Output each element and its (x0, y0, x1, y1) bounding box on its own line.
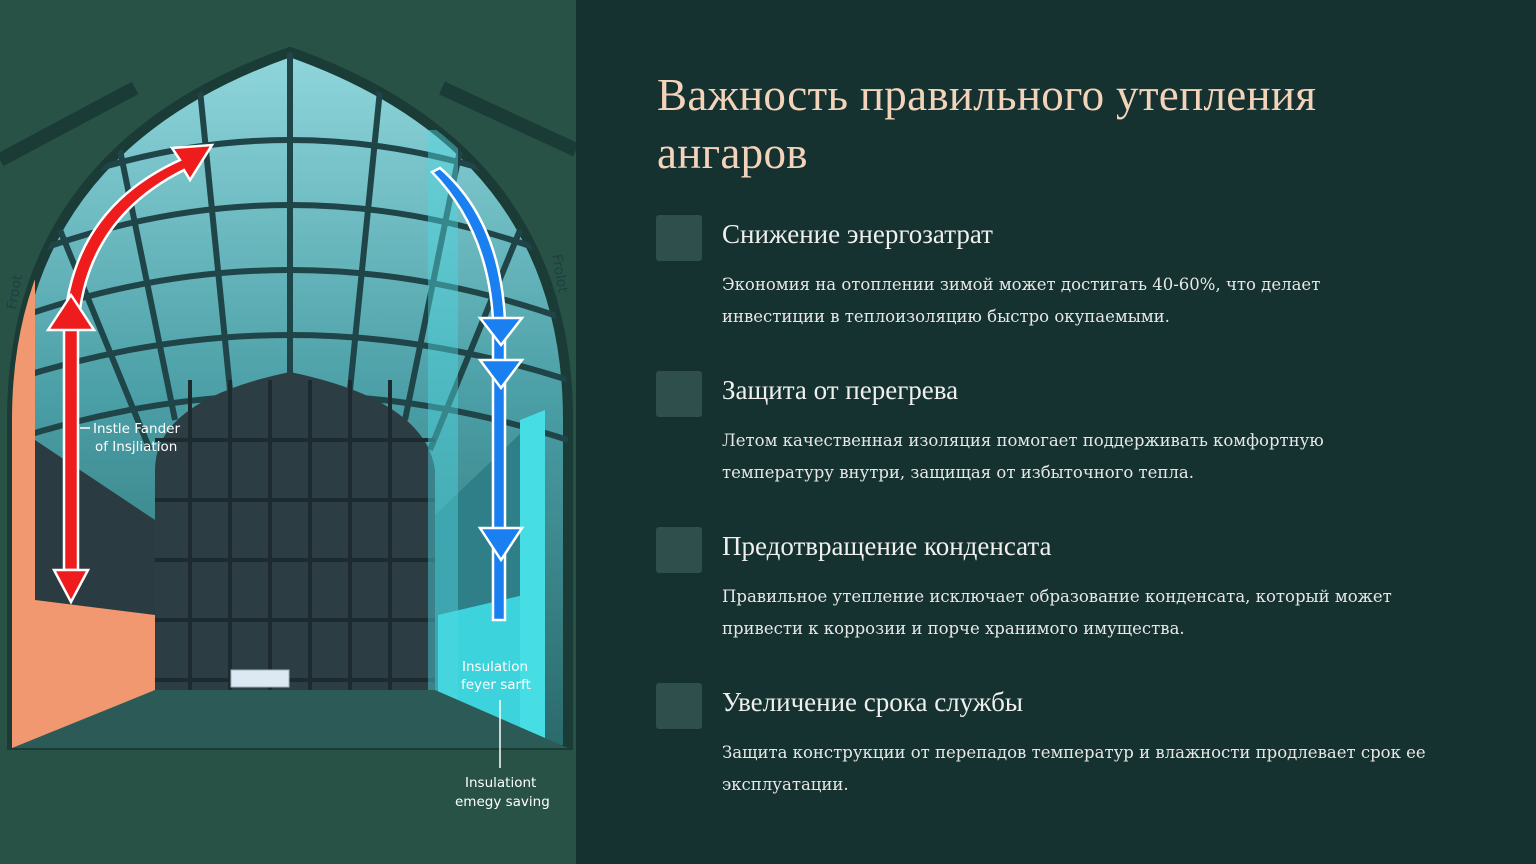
benefit-heading: Защита от перегрева (722, 375, 959, 405)
benefit-heading: Увеличение срока службы (722, 687, 1023, 717)
label-side-right: Frolot (548, 253, 571, 295)
cool-wall-strip (520, 410, 545, 748)
warm-wall-strip (12, 270, 35, 748)
benefit-heading: Снижение энергозатрат (722, 219, 993, 249)
content-panel: Важность правильного утепления ангаров С… (576, 0, 1536, 864)
benefit-text: Летом качественная изоляция помогает под… (722, 431, 1324, 482)
bullet-square-icon (656, 683, 702, 729)
cool-air-arrow-icon (429, 166, 525, 622)
benefit-heading: Предотвращение конденсата (722, 531, 1052, 561)
warm-air-arrow-icon (45, 143, 215, 605)
bullet-square-icon (656, 527, 702, 573)
label-layer-line2: feyer sarft (461, 677, 531, 693)
warm-wall-panel (35, 600, 155, 748)
insulation-layer (428, 130, 458, 748)
label-side-left: Froot (4, 273, 26, 311)
bench-icon (230, 669, 290, 688)
label-saving-line2: emegy saving (455, 794, 550, 810)
bullet-square-icon (656, 371, 702, 417)
label-inside-line2: of Insjliation (95, 439, 177, 455)
hangar-illustration: Instle Fander of Insjliation Insulation … (0, 0, 576, 864)
ground (0, 750, 576, 864)
roof-beam-right (439, 81, 576, 157)
arch-ribs (12, 52, 568, 748)
back-wall (155, 372, 435, 700)
label-layer-line1: Insulation (462, 659, 528, 675)
benefit-text: Экономия на отоплении зимой может достиг… (722, 275, 1321, 326)
roof-beam-left (0, 81, 139, 167)
hangar-insulation-diagram: Instle Fander of Insjliation Insulation … (0, 46, 576, 864)
benefit-text: Защита конструкции от перепадов температ… (722, 743, 1426, 794)
floor (12, 690, 568, 748)
label-saving-line1: Insulationt (465, 775, 536, 791)
benefit-text: Правильное утепление исключает образован… (722, 587, 1392, 638)
bullet-square-icon (656, 215, 702, 261)
page-title: Важность правильного утепления ангаров (657, 70, 1317, 178)
label-inside-line1: Instle Fander (93, 421, 180, 437)
